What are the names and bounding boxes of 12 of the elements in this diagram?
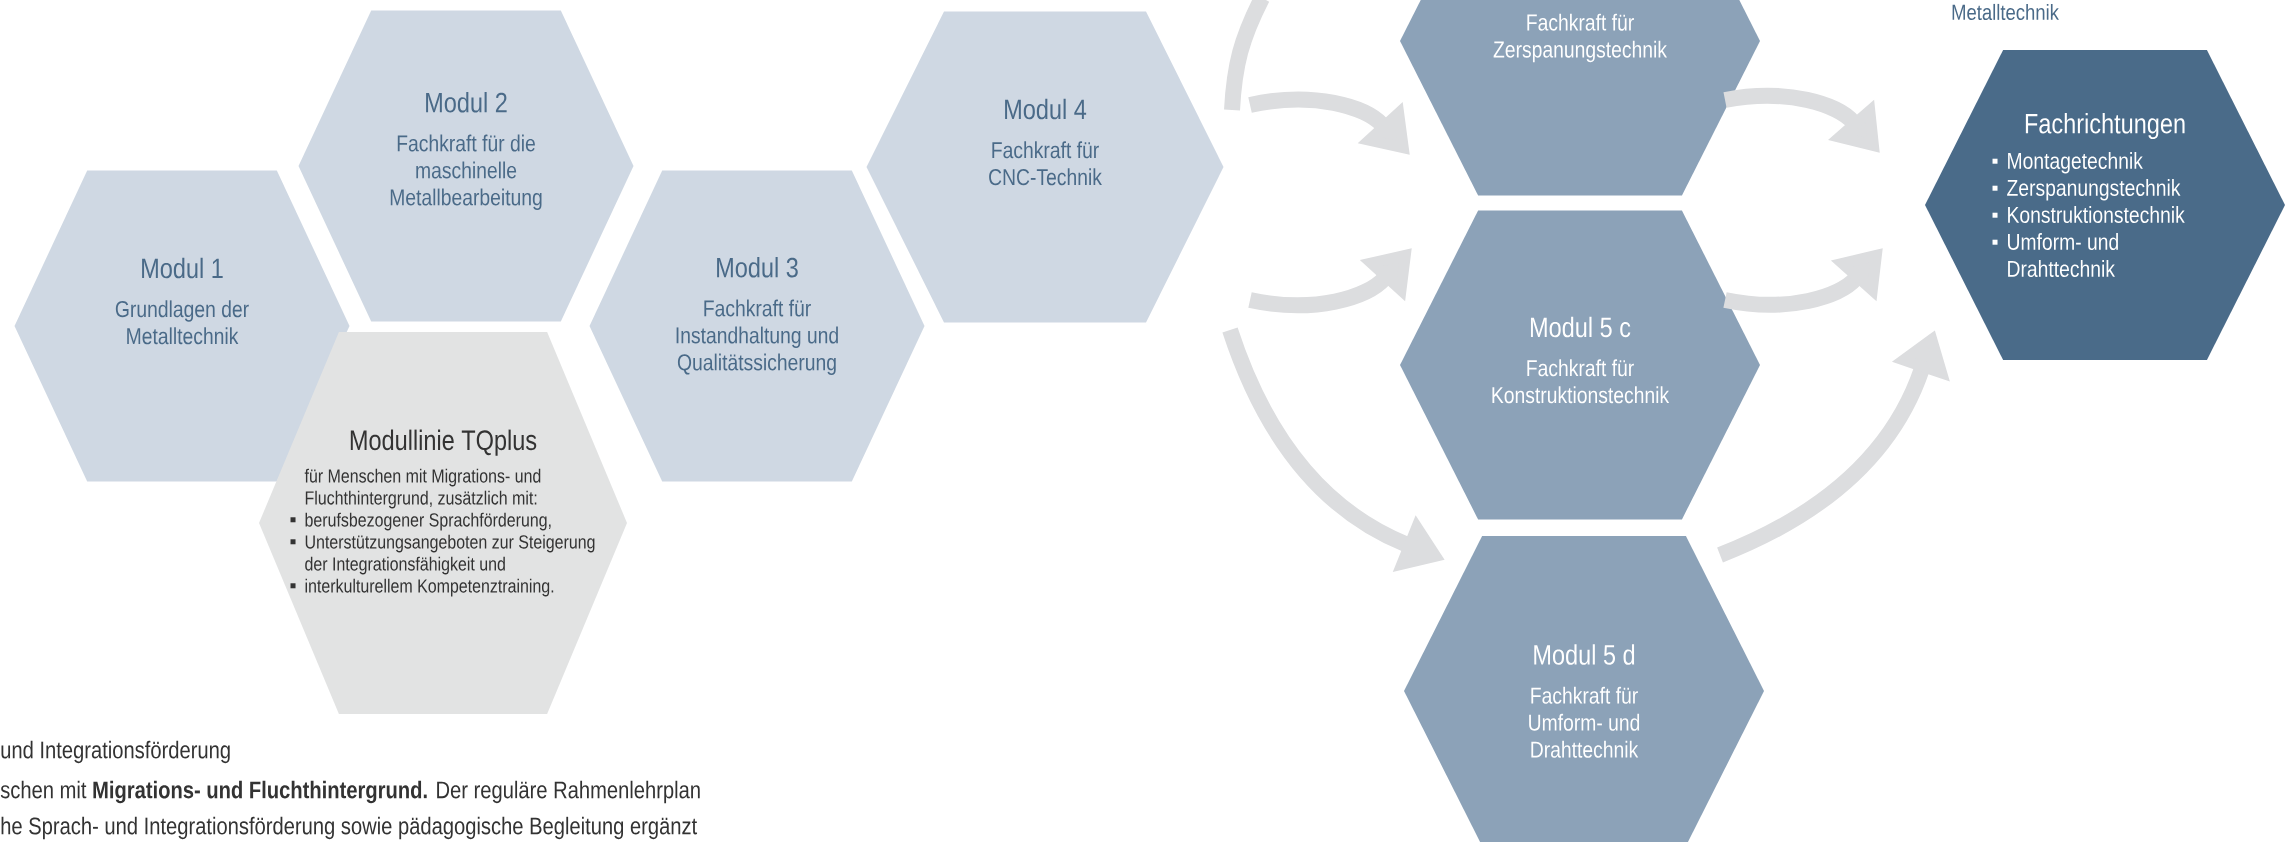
module-hexagon: Modul 2 Fachkraft für die maschinelle Metallbearbeitung (298, 10, 634, 322)
hexagon: Fachrichtungen Montagetechnik Zerspanungstechnik Konstruktionstechnik Umform- und Drahttechnik (1925, 50, 2285, 360)
module-hexagon: Modul 4 Fachkraft für CNC-Technik (866, 11, 1224, 323)
module-hexagon: Fachkraft für Zerspanungstechnik (1400, 0, 1760, 196)
label-text: und Integrationsförderung (1, 740, 230, 764)
label-text: schen mit Migrations- und Fluchthintergrund. Der reguläre Rahmenlehrplan (0, 780, 700, 804)
label-text: Metalltechnik (1952, 3, 2059, 21)
module-hexagon: Modul 5 d Fachkraft für Umform- und Drahttechnik (1404, 536, 1764, 842)
module-hexagon: Modullinie TQplus für Menschen mit Migrations- und Fluchthintergrund, zusätzlich mit: berufsbezogener Sprachförderung, Unterstützungsangeboten zur Steigerung der Integrationsfähigkeit und interkulturellem Kompetenztraining. (259, 332, 627, 714)
module-hexagon: Modul 5 c Fachkraft für Konstruktionstechnik (1400, 210, 1760, 520)
module-hexagon: Modul 3 Fachkraft für Instandhaltung und Qualitätssicherung (589, 170, 925, 482)
label-text: he Sprach- und Integrationsförderung sowie pädagogische Begleitung ergänzt (1, 816, 698, 840)
